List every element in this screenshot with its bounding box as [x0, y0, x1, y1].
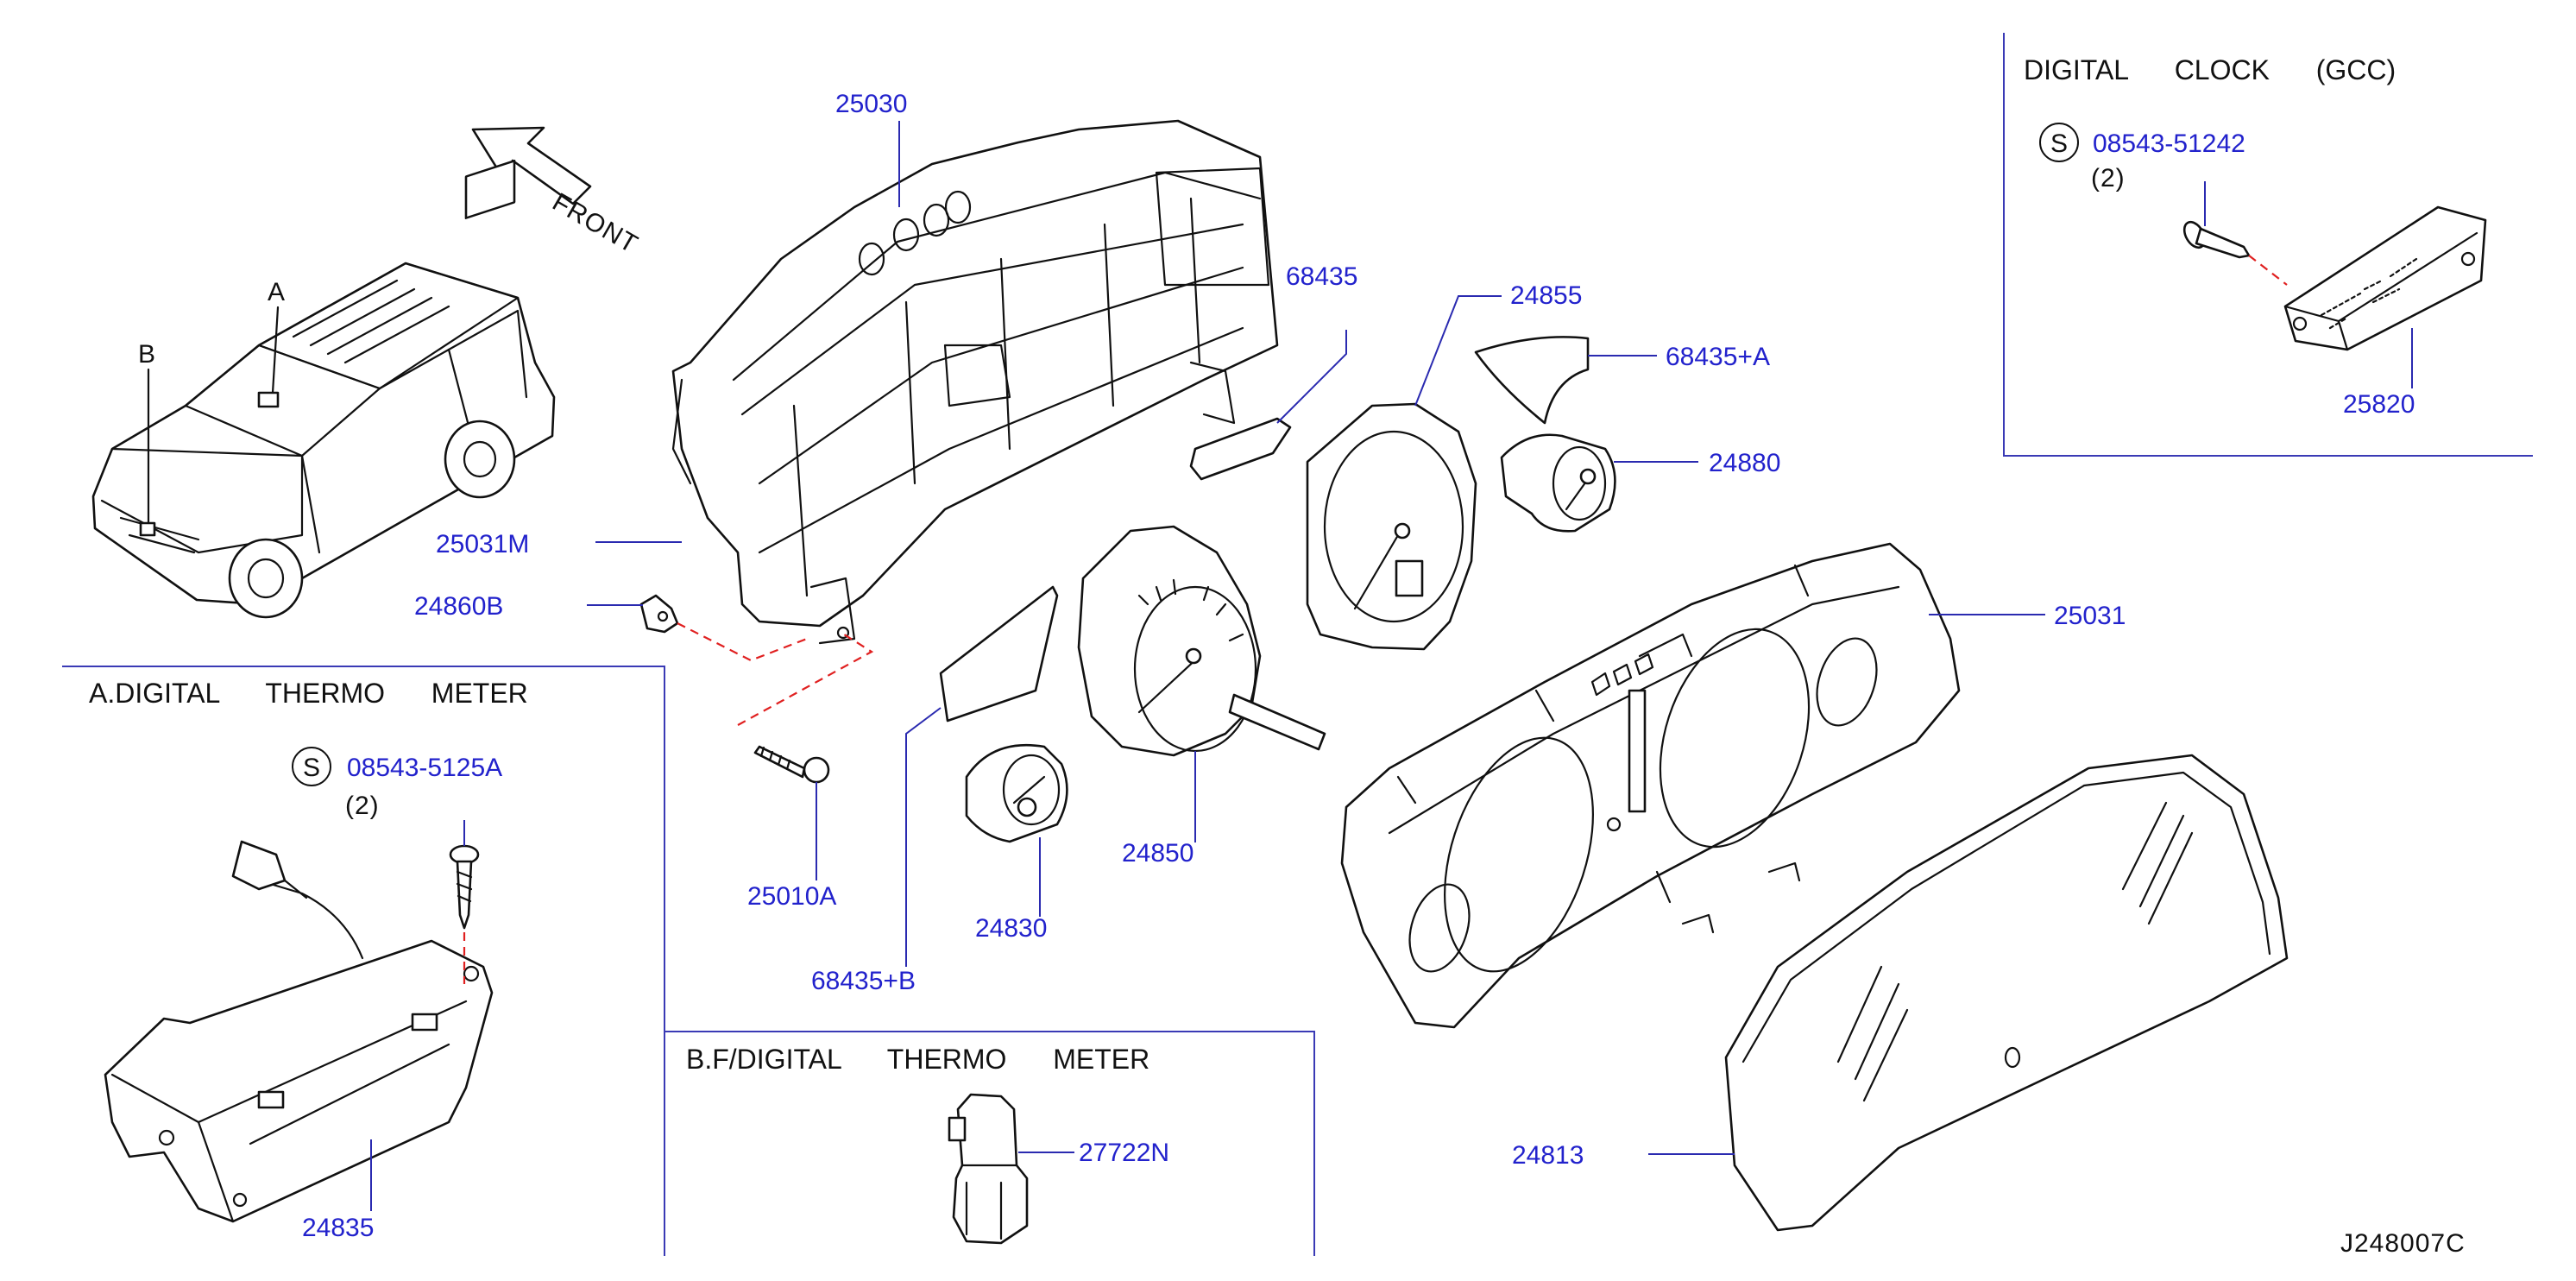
part-label-68435: 68435 [1286, 262, 1357, 291]
part-label-screw-clock: 08543-51242 [2093, 129, 2245, 158]
part-label-25031M: 25031M [436, 530, 529, 558]
screw-symbol-clock: S [2039, 123, 2079, 162]
screw-08543-51242 [2182, 220, 2251, 259]
part-label-24860B: 24860B [414, 592, 503, 621]
front-label: FRONT [548, 187, 643, 259]
section-b-title: B.F/DIGITAL THERMO METER [686, 1044, 1149, 1075]
part-label-27722N: 27722N [1079, 1139, 1169, 1167]
part-label-68435-B: 68435+B [811, 967, 916, 995]
leader-lines [370, 121, 2413, 1211]
section-a-title: A.DIGITAL THERMO METER [89, 678, 528, 709]
part-label-25030: 25030 [835, 90, 907, 118]
quantity-screw-a: (2) [345, 792, 380, 820]
tachometer-24855 [1306, 402, 1477, 651]
part-label-24830: 24830 [975, 914, 1047, 943]
part-label-24813: 24813 [1512, 1141, 1584, 1170]
section-clock-title: DIGITAL CLOCK (GCC) [2024, 54, 2396, 85]
screw-08543-5125A [449, 844, 480, 930]
cluster-panel-25031 [1340, 542, 1961, 1029]
part-label-24835: 24835 [302, 1214, 374, 1242]
screw-symbol-a: S [292, 747, 331, 786]
rear-housing-25030 [671, 119, 1279, 645]
part-label-screw-a: 08543-5125A [347, 754, 502, 782]
part-label-24850: 24850 [1122, 839, 1194, 868]
part-label-24880: 24880 [1709, 449, 1780, 477]
screw-symbol-a-letter: S [303, 754, 321, 782]
diagram-id: J248007C [2340, 1229, 2466, 1258]
car-label-a: A [268, 278, 286, 306]
digital-clock-25820 [2283, 205, 2487, 351]
screw-25010A [753, 745, 830, 784]
part-label-25031: 25031 [2054, 602, 2126, 630]
gauge-24880 [1500, 433, 1616, 533]
sensor-27722N [948, 1093, 1029, 1245]
screw-symbol-clock-letter: S [2050, 129, 2069, 158]
section-frames [62, 33, 2533, 1256]
glass-24813 [1724, 754, 2289, 1232]
gauge-24830 [965, 743, 1068, 843]
speedometer-24850 [1077, 525, 1326, 757]
thermo-meter-24835 [104, 840, 494, 1223]
part-label-25010A: 25010A [747, 882, 836, 911]
clip-24860B [639, 594, 679, 634]
car-label-b: B [138, 340, 156, 369]
quantity-screw-clock: (2) [2091, 164, 2126, 192]
part-label-68435-A: 68435+A [1666, 343, 1770, 371]
part-label-25820: 25820 [2343, 390, 2415, 419]
lens-68435-B [939, 585, 1059, 723]
lens-68435 [1189, 417, 1292, 481]
lens-68435-A [1474, 336, 1590, 425]
part-label-24855: 24855 [1510, 281, 1582, 310]
vehicle-illustration [91, 159, 556, 619]
